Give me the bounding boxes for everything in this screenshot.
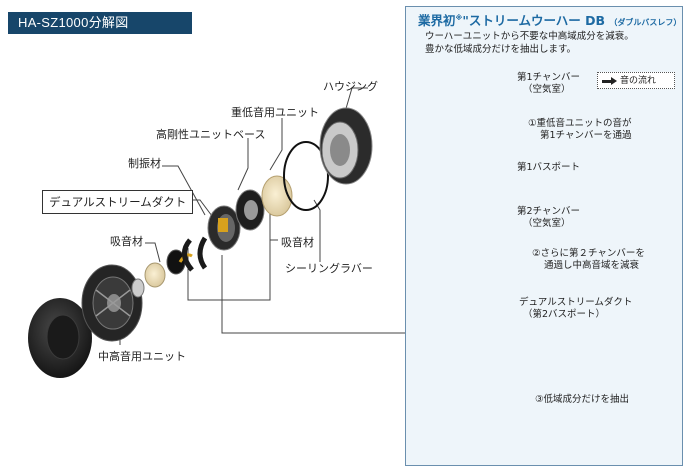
panel-title-main: 業界初 (418, 13, 456, 28)
leader-absorber-left (145, 242, 161, 263)
leader-to-panel (221, 255, 406, 334)
leader-bass-unit (269, 118, 283, 171)
sealing-rubber-part (283, 141, 329, 211)
leader-damping (162, 165, 206, 216)
housing-part (319, 107, 373, 185)
label-housing: ハウジング (323, 80, 378, 93)
label-duct-line2: （第2バスポート） (523, 309, 606, 320)
ear-pad-part (28, 298, 92, 378)
damping-part-b (197, 236, 208, 270)
label-absorber-right: 吸音材 (281, 236, 314, 249)
model-title: HA-SZ1000分解図 (8, 12, 192, 34)
label-step1-line1: ①重低音ユニットの音が (528, 118, 632, 129)
label-chamber1: 第1チャンバー （空気室） (517, 72, 580, 96)
label-chamber1-line1: 第1チャンバー (517, 72, 580, 83)
label-step2-line1: ②さらに第２チャンバーを (532, 248, 645, 259)
leader-duct-bracket (187, 212, 271, 301)
label-duct-line1: デュアルストリームダクト (519, 297, 633, 308)
panel-title-rest: "ストリームウーハー DB (462, 13, 605, 28)
arrow-right-icon (602, 77, 617, 85)
label-port1: 第1バスポート (517, 162, 581, 173)
label-step2-line2: 通過し中高音域を減衰 (544, 260, 640, 271)
bass-unit-part (235, 189, 265, 231)
label-sealing-rubber: シーリングラバー (285, 262, 373, 275)
damping-part-a (182, 238, 194, 272)
label-damping: 制振材 (128, 157, 161, 170)
label-chamber1-line2: （空気室） (523, 84, 571, 95)
label-rigid-base: 高剛性ユニットベース (156, 128, 266, 141)
panel-desc-line2: 豊かな低域成分だけを抽出します。 (425, 44, 577, 55)
label-step1: ①重低音ユニットの音が 第1チャンバーを通過 (528, 118, 632, 142)
leader-sealing (313, 199, 321, 262)
label-dual-duct: デュアルストリームダクト (42, 190, 194, 214)
label-chamber2: 第2チャンバー （空気室） (517, 206, 580, 230)
absorber-left-part (144, 262, 166, 288)
label-dual-duct-port: デュアルストリームダクト （第2バスポート） (519, 297, 632, 321)
rigid-base-part (207, 205, 241, 251)
flow-legend-label: 音の流れ (620, 76, 657, 86)
label-step2: ②さらに第２チャンバーを 通過し中高音域を減衰 (532, 248, 645, 272)
label-mid-high-unit: 中高音用ユニット (98, 350, 186, 363)
label-chamber2-line2: （空気室） (523, 218, 571, 229)
panel-title-sub: （ダブルバスレフ） (609, 18, 682, 27)
panel-title-mark: ※ (455, 13, 463, 22)
leader-rigid-base (237, 138, 249, 191)
label-step3: ③低域成分だけを抽出 (535, 394, 630, 405)
mid-high-unit-part (81, 264, 143, 342)
label-bass-unit: 重低音用ユニット (231, 106, 319, 119)
panel-desc-line1: ウーハーユニットから不要な中高域成分を減衰。 (425, 31, 634, 42)
small-ring-part (131, 278, 145, 298)
leader-housing (344, 87, 368, 113)
panel-title: 業界初※"ストリームウーハー DB （ダブルバスレフ） (418, 10, 681, 29)
label-absorber-left: 吸音材 (110, 235, 143, 248)
panel-description: ウーハーユニットから不要な中高域成分を減衰。 豊かな低域成分だけを抽出します。 (425, 30, 634, 56)
label-chamber2-line1: 第2チャンバー (517, 206, 580, 217)
label-step1-line2: 第1チャンバーを通過 (540, 130, 632, 141)
flow-legend: 音の流れ (597, 72, 675, 89)
